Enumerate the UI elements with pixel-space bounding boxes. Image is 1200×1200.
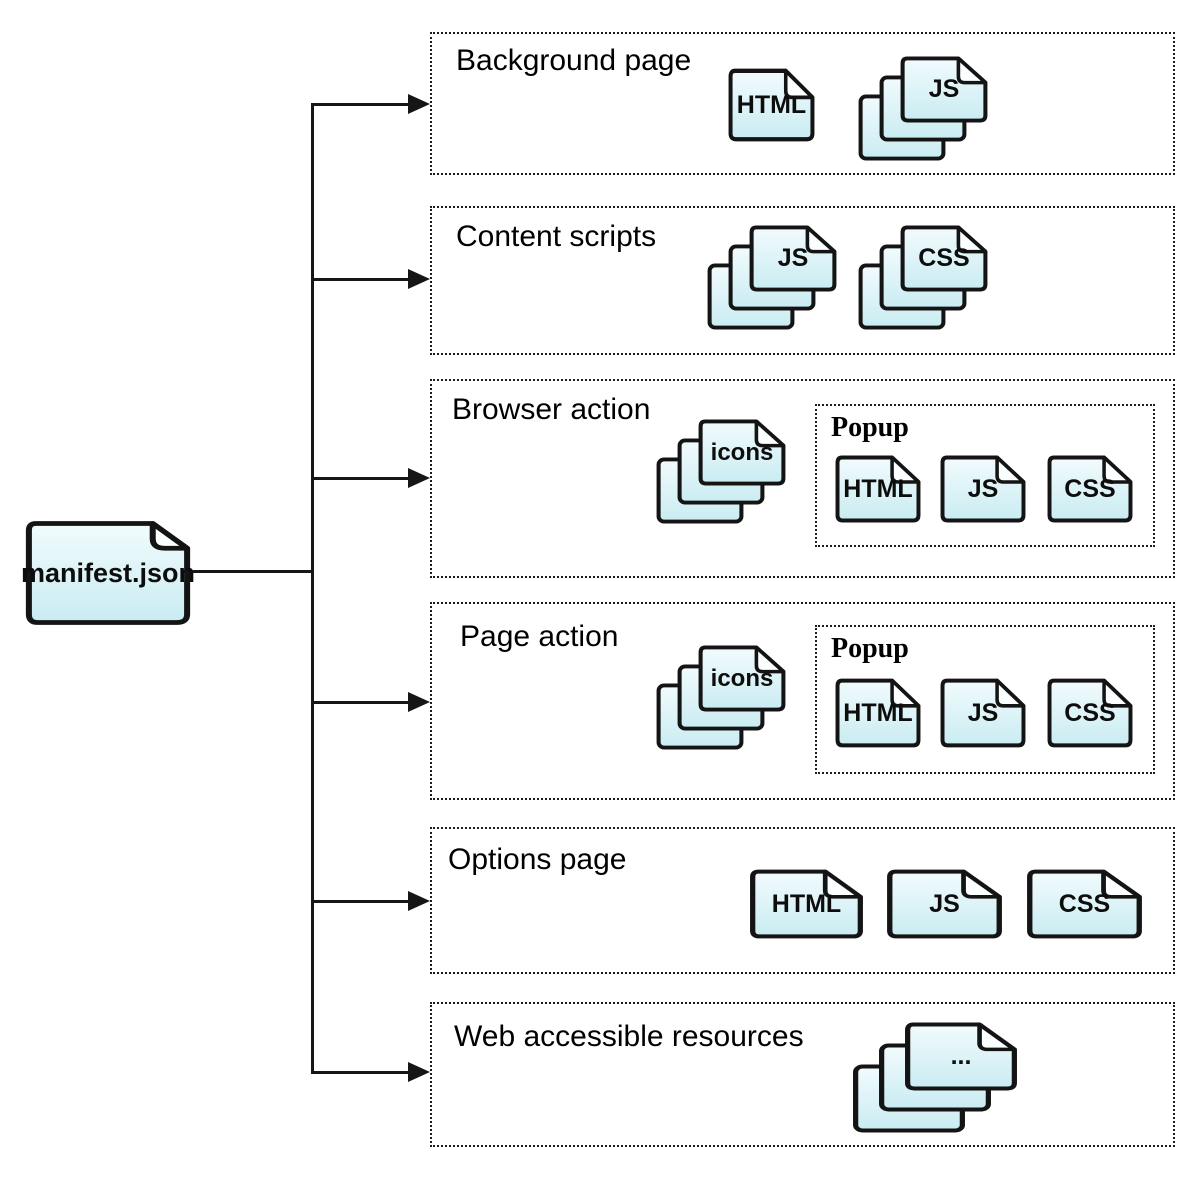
file-label: JS <box>967 698 999 727</box>
file-label: icons <box>710 664 774 692</box>
file-label: HTML <box>771 889 842 918</box>
arrowhead-icon <box>408 468 430 488</box>
file-label: icons <box>710 438 774 466</box>
section-title: Browser action <box>452 393 651 426</box>
section-title: Web accessible resources <box>454 1020 804 1053</box>
file-label: ... <box>950 1042 972 1070</box>
css-file-stack-icon: CSS <box>857 224 989 331</box>
section-title: Options page <box>448 843 627 876</box>
html-file-icon: HTML <box>834 454 922 524</box>
html-file-icon: HTML <box>748 868 865 940</box>
file-label: JS <box>967 474 999 503</box>
css-file-icon: CSS <box>1046 677 1134 749</box>
section-background-page: Background page HTML JS <box>430 32 1175 175</box>
file-label: CSS <box>918 244 970 272</box>
stack-front-sheet: JS <box>899 55 989 124</box>
icons-file-stack-icon: icons <box>655 418 787 525</box>
js-file-stack-icon: JS <box>857 55 989 162</box>
connector-branch-options <box>312 900 410 903</box>
connector-branch-background <box>312 103 410 106</box>
icons-file-stack-icon: icons <box>655 644 787 751</box>
arrowhead-icon <box>408 269 430 289</box>
js-file-icon: JS <box>939 677 1027 749</box>
arrowhead-icon <box>408 692 430 712</box>
resources-file-stack-icon: ... <box>851 1021 1019 1134</box>
stack-front-sheet: ... <box>903 1021 1019 1092</box>
js-file-icon: JS <box>885 868 1004 940</box>
file-label: CSS <box>1064 474 1116 503</box>
section-title: Content scripts <box>456 220 657 253</box>
connector-manifest <box>193 570 314 573</box>
file-label: JS <box>928 75 960 103</box>
connector-branch-browser-action <box>312 477 410 480</box>
stack-front-sheet: JS <box>748 224 838 293</box>
file-label: HTML <box>736 90 807 119</box>
stack-front-sheet: CSS <box>899 224 989 293</box>
section-title: Background page <box>456 44 692 77</box>
html-file-icon: HTML <box>834 677 922 749</box>
html-file-icon: HTML <box>727 67 816 143</box>
popup-title: Popup <box>831 412 909 443</box>
arrowhead-icon <box>408 94 430 114</box>
stack-front-sheet: icons <box>697 418 787 487</box>
js-file-icon: JS <box>939 454 1027 524</box>
css-file-icon: CSS <box>1025 868 1144 940</box>
section-browser-action: Browser action icons Popup HTML JS CSS <box>430 379 1175 578</box>
file-label: HTML <box>843 474 913 503</box>
section-page-action: Page action icons Popup HTML JS CSS <box>430 602 1175 800</box>
section-web-accessible-resources: Web accessible resources ... <box>430 1002 1175 1147</box>
section-title: Page action <box>460 620 619 653</box>
manifest-file-icon: manifest.json <box>20 518 196 628</box>
popup-title: Popup <box>831 633 909 664</box>
file-label: HTML <box>843 698 913 727</box>
file-label: CSS <box>1058 889 1111 918</box>
stack-front-sheet: icons <box>697 644 787 713</box>
connector-branch-content <box>312 278 410 281</box>
css-file-icon: CSS <box>1046 454 1134 524</box>
js-file-stack-icon: JS <box>706 224 838 331</box>
manifest-label: manifest.json <box>20 557 196 588</box>
connector-branch-war <box>312 1071 410 1074</box>
file-label: CSS <box>1064 698 1116 727</box>
file-label: JS <box>777 244 809 272</box>
connector-trunk <box>311 103 314 1074</box>
arrowhead-icon <box>408 1062 430 1082</box>
section-options-page: Options page HTML JS CSS <box>430 827 1175 974</box>
popup-box: Popup HTML JS CSS <box>815 404 1155 547</box>
connector-branch-page-action <box>312 701 410 704</box>
arrowhead-icon <box>408 891 430 911</box>
popup-box: Popup HTML JS CSS <box>815 625 1155 774</box>
file-label: JS <box>929 889 960 918</box>
section-content-scripts: Content scripts JS CSS <box>430 206 1175 355</box>
